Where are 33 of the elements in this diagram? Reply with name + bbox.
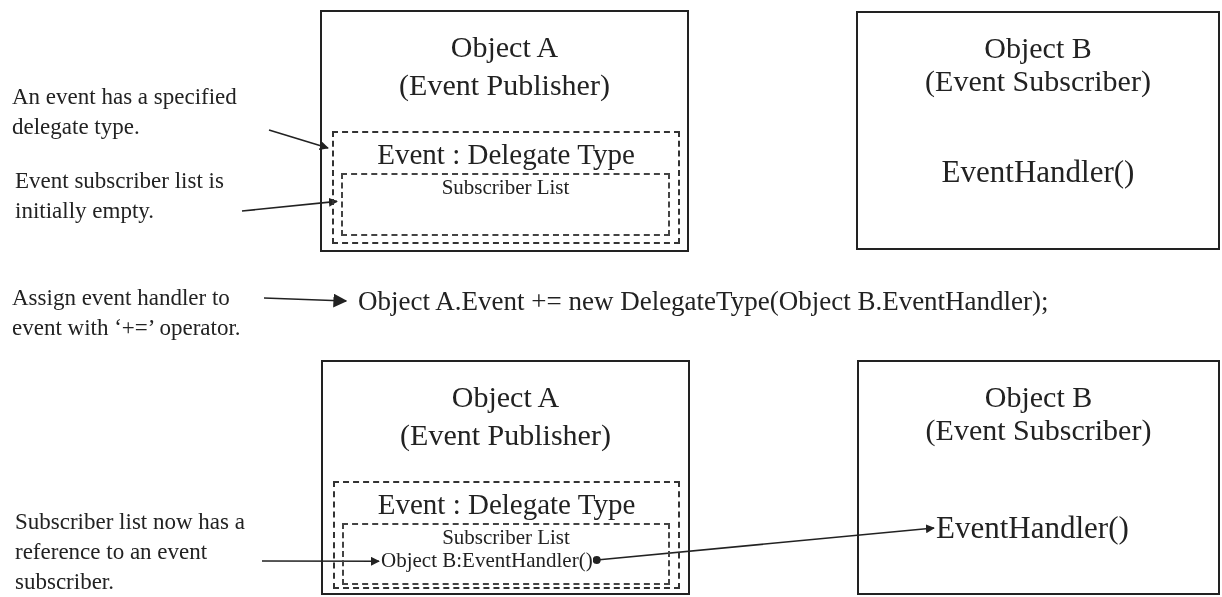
annotation-text: Event subscriber list is initially empty. [15, 166, 230, 226]
arrow [263, 293, 348, 308]
box-title: Object B [984, 31, 1092, 64]
subscriber-list-box [341, 173, 670, 236]
arrow [268, 129, 329, 150]
box-title: Subscriber List [442, 525, 570, 549]
event-box [332, 131, 680, 244]
box-title: Event : Delegate Type [377, 137, 635, 171]
object-box [857, 360, 1220, 595]
method-name: EventHandler() [936, 509, 1129, 547]
box-subtitle: (Event Publisher) [399, 67, 610, 103]
box-subtitle: (Event Subscriber) [925, 413, 1152, 446]
arrow [261, 556, 380, 566]
annotation-text: Assign event handler to event with ‘+=’ operator. [12, 283, 252, 343]
box-title: Object A [451, 379, 560, 415]
box-subtitle: (Event Publisher) [400, 417, 611, 453]
annotation-text: An event has a specified delegate type. [12, 82, 257, 142]
object-box [321, 360, 690, 595]
object-box [320, 10, 689, 252]
box-title: Event : Delegate Type [377, 487, 636, 521]
code-statement: Object A.Event += new DelegateType(Object B.EventHandler); [358, 284, 1049, 318]
method-name: EventHandler() [941, 153, 1135, 191]
arrow [241, 197, 338, 212]
box-subtitle: (Event Subscriber) [925, 64, 1151, 97]
box-title: Subscriber List [441, 175, 570, 199]
subscriber-list-box [342, 523, 670, 585]
object-box [856, 11, 1220, 250]
arrow [592, 524, 935, 564]
event-box [333, 481, 680, 589]
subscriber-entry: Object B:EventHandler() [381, 547, 593, 573]
box-title: Object A [450, 29, 559, 65]
box-title: Object B [984, 380, 1093, 413]
annotation-text: Subscriber list now has a reference to an event subscriber. [15, 507, 250, 597]
